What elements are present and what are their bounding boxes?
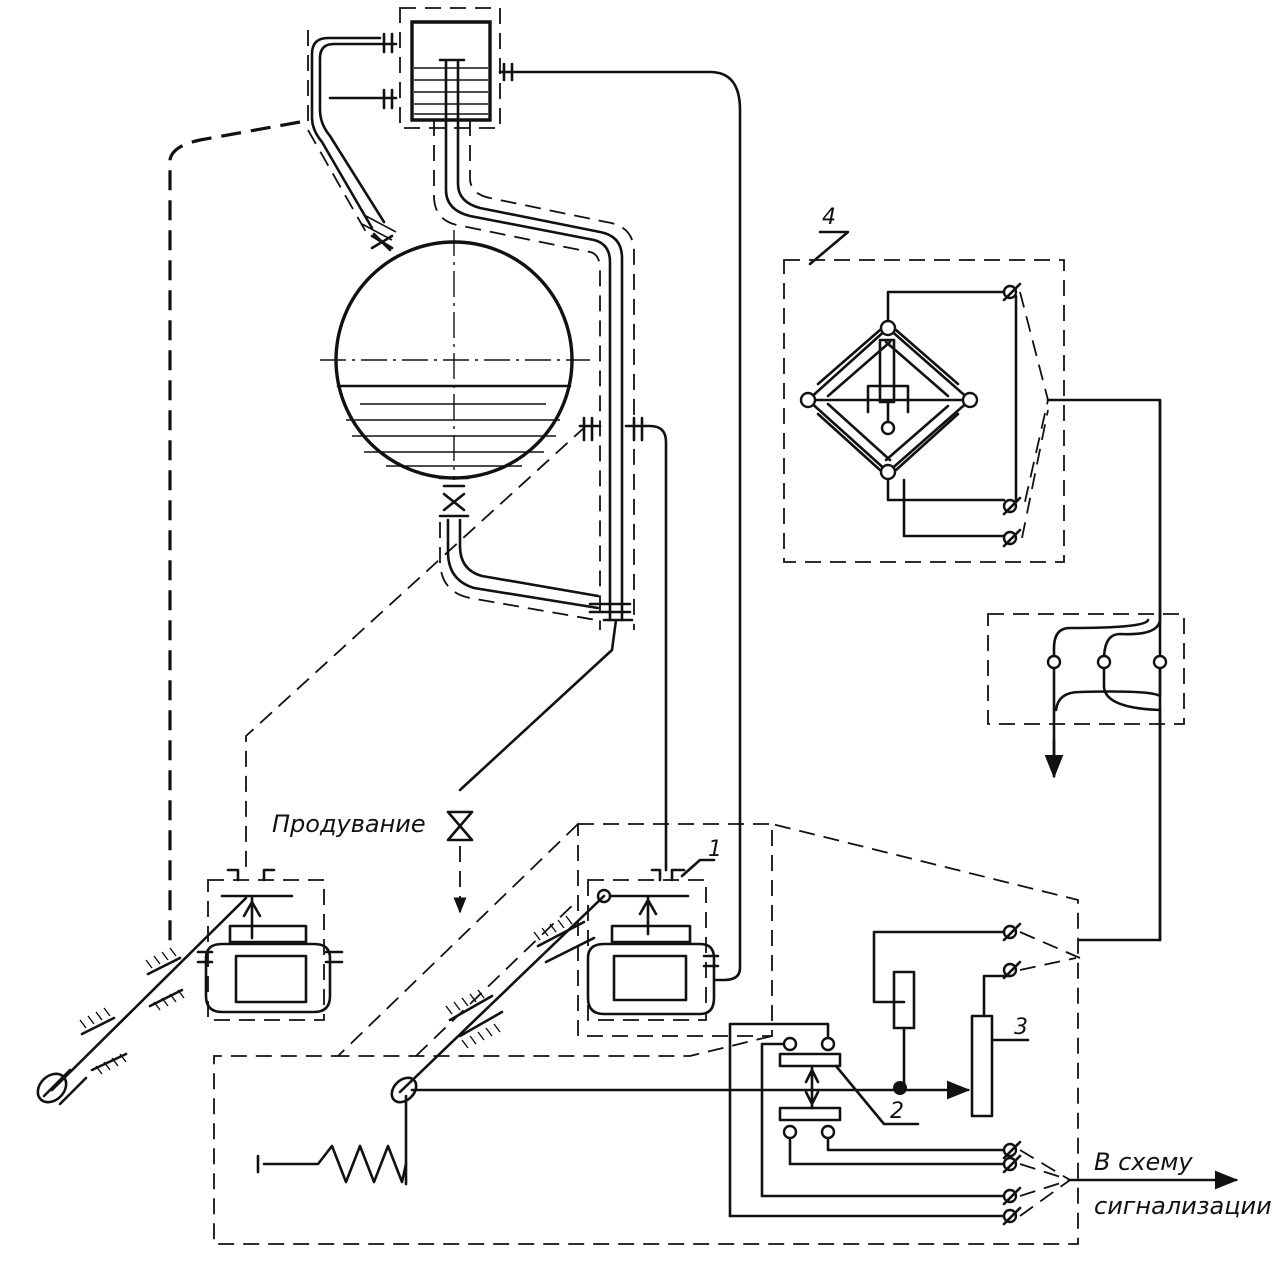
left-shaft bbox=[36, 896, 248, 1106]
drum-bottom-pipe bbox=[438, 476, 600, 621]
lower-block-outline bbox=[213, 823, 1079, 1245]
spring bbox=[256, 1094, 408, 1186]
marker-1-leader bbox=[680, 858, 716, 878]
condensation-vessel bbox=[399, 7, 501, 129]
to-signal-label-line1: В схему bbox=[1094, 1148, 1193, 1176]
marker-4-leader bbox=[808, 230, 850, 266]
marker-4: 4 bbox=[822, 205, 836, 230]
dashed-lines bbox=[168, 120, 587, 950]
blowdown-label: Продувание bbox=[272, 810, 426, 838]
blowdown-valve bbox=[446, 810, 474, 914]
marker-2: 2 bbox=[890, 1099, 904, 1124]
drum bbox=[320, 230, 590, 480]
impulse-pipe bbox=[433, 118, 668, 872]
marker-3: 3 bbox=[1014, 1015, 1028, 1040]
marker-1: 1 bbox=[708, 837, 722, 862]
terminal-box bbox=[987, 398, 1185, 942]
manometer-left bbox=[196, 868, 344, 1021]
to-signal-label-line2: сигнализации bbox=[1094, 1192, 1272, 1220]
contacts-block bbox=[728, 922, 1239, 1226]
lever-rod bbox=[390, 894, 606, 1104]
bridge-4 bbox=[783, 259, 1162, 942]
vessel-left-pipes bbox=[307, 30, 398, 252]
vessel-right-pipe bbox=[498, 62, 742, 982]
manometer-1 bbox=[577, 823, 773, 1037]
